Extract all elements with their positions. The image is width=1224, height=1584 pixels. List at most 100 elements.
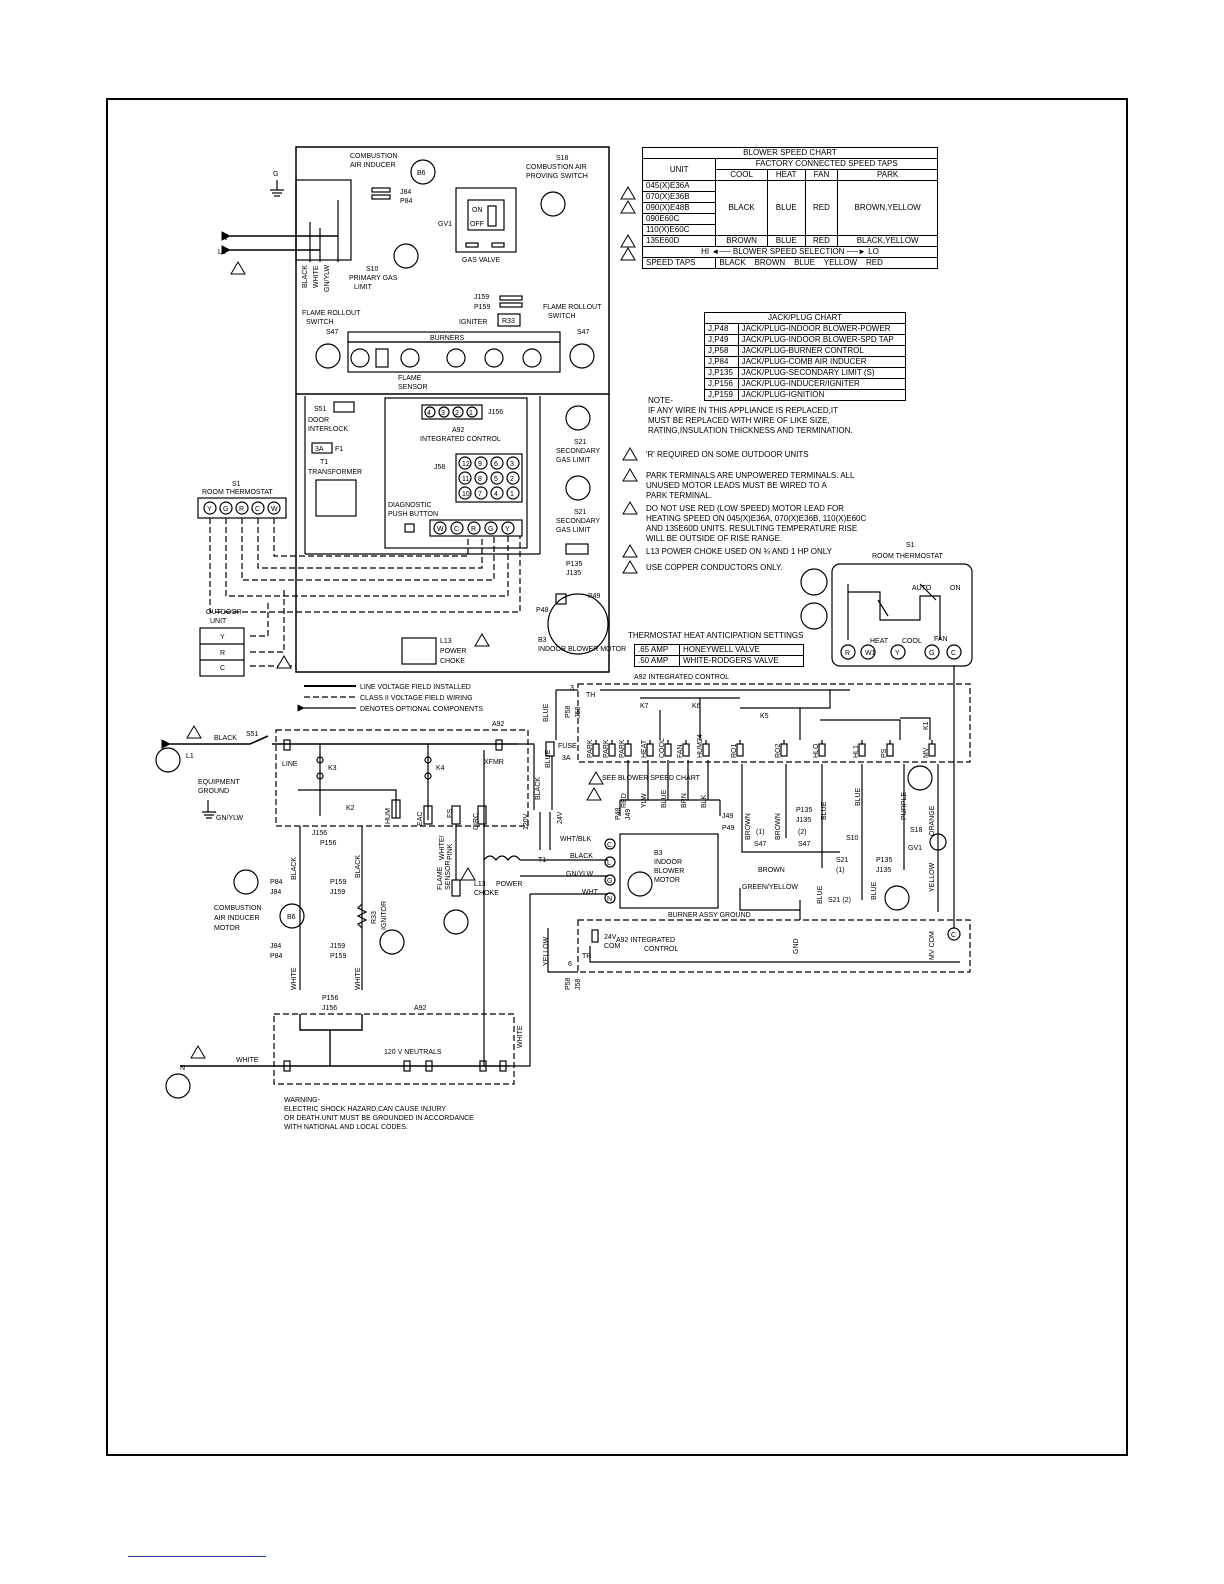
hdr-fan: FAN	[804, 169, 839, 181]
tstat-term-circle	[267, 501, 281, 515]
s18-switch-icon	[540, 191, 566, 217]
tap-wire-label: RED	[621, 793, 628, 808]
b6-label: B6	[417, 170, 426, 177]
j58-pin-circle	[474, 486, 488, 500]
p159-mid: P159	[330, 879, 346, 886]
green-yellow-label: GREEN/YELLOW	[742, 884, 798, 891]
neutrals-label: 120 V NEUTRALS	[384, 1049, 442, 1056]
p159-label: P159	[474, 304, 490, 311]
j58-pin: 12	[462, 461, 470, 468]
door-interlock-2: INTERLOCK	[308, 426, 348, 433]
ctrl-term-label: HEAT	[641, 739, 648, 758]
jack-desc: JACK/PLUG-SECONDARY LIMIT (S)	[737, 367, 907, 379]
a92-neutral-label: A92	[414, 1005, 427, 1012]
tstat-term: R	[239, 506, 244, 513]
s18-label: S18	[556, 155, 569, 162]
b3-txt-3: BLOWER	[654, 868, 684, 875]
j58-pin: 11	[462, 476, 469, 483]
anticip-valve: WHITE-RODGERS VALVE	[678, 655, 805, 667]
s1-term-circle	[890, 644, 906, 660]
g-label: G	[273, 171, 278, 178]
outdoor-unit-label: OUTDOOR	[206, 609, 242, 616]
k3-label: K3	[328, 765, 337, 772]
fs-rot-2: SENSOR	[445, 860, 452, 890]
gv1-label: GV1	[438, 221, 452, 228]
hum-label: HUM	[385, 808, 392, 824]
note-line: IF ANY WIRE IN THIS APPLIANCE IS REPLACE…	[648, 406, 838, 415]
gas-valve-label: GAS VALVE	[462, 257, 501, 264]
blue-wire-1: BLUE	[543, 703, 550, 722]
hdr-heat: HEAT	[766, 169, 806, 181]
note-title: NOTE-	[648, 396, 673, 405]
p84-label: P84	[400, 198, 413, 205]
warning-line-1: ELECTRIC SHOCK HAZARD,CAN CAUSE INJURY	[284, 1106, 446, 1113]
fuse-label: FUSE	[558, 743, 577, 750]
s1-term-circle	[946, 644, 962, 660]
k6-label: K6	[692, 703, 701, 710]
a92-ic-lower: A92 INTEGRATED	[616, 937, 675, 944]
tstat-term-circle	[235, 501, 249, 515]
rollout-right: FLAME ROLLOUT	[543, 304, 602, 311]
k7-label: K7	[640, 703, 649, 710]
ctrl-term-label: COOL	[659, 738, 666, 758]
jack-id: J,P48	[704, 323, 739, 335]
black-l1-label: BLACK	[214, 735, 237, 742]
s47-left-label: S47	[326, 329, 339, 336]
ctrl-term-label: FAN	[677, 744, 684, 758]
anticipation-title: THERMOSTAT HEAT ANTICIPATION SETTINGS	[628, 631, 803, 641]
s1-term: C	[951, 650, 956, 657]
blue-wire-4: BLUE	[871, 881, 878, 900]
j84-left: J84	[270, 889, 281, 896]
j58-pin: 1	[510, 491, 514, 498]
page-rule	[128, 1556, 266, 1557]
burners-label: BURNERS	[430, 335, 465, 342]
rollout-right-2: SWITCH	[548, 313, 576, 320]
anticipation-title-text: THERMOSTAT HEAT ANTICIPATION SETTINGS	[628, 631, 804, 640]
fs-rot: FLAME	[437, 866, 444, 890]
s1-right-text: ROOM THERMOSTAT	[872, 553, 944, 560]
last-fan: RED	[804, 235, 839, 247]
flame-sensor-label: FLAME	[398, 375, 422, 382]
white-right: WHITE	[517, 1025, 524, 1048]
motor-term: L	[607, 860, 611, 867]
rollout-left-2: SWITCH	[306, 319, 334, 326]
s51-mid-label: S51	[246, 731, 259, 738]
note-line: MUST BE REPLACED WITH WIRE OF LIKE SIZE,	[648, 416, 830, 425]
j58-pin-circle	[474, 471, 488, 485]
gnylw-ground-label: GN/YLW	[216, 815, 243, 822]
j58-label: J58	[434, 464, 445, 471]
warning-triangle-icon	[230, 261, 246, 275]
white-ind: WHITE	[291, 967, 298, 990]
s18-mid: S18	[910, 827, 923, 834]
note-2-line: PARK TERMINALS ARE UNPOWERED TERMINALS. …	[646, 471, 855, 480]
s1-term-circle	[860, 644, 876, 660]
pin-6-tr: 6	[568, 961, 572, 968]
comb-motor: COMBUSTION	[214, 905, 261, 912]
note-1: 'R' REQUIRED ON SOME OUTDOOR UNITS	[646, 450, 809, 460]
j58-pin: 10	[462, 491, 470, 498]
v24b-label: 24V	[557, 811, 564, 824]
hdr-park: PARK	[837, 169, 938, 181]
note-2-line: UNUSED MOTOR LEADS MUST BE WIRED TO A	[646, 481, 827, 490]
s1-term: G	[929, 650, 934, 657]
white-ign: WHITE	[355, 967, 362, 990]
jack-id: J,P58	[704, 345, 739, 357]
unit-row: 090(X)E48B	[641, 202, 717, 214]
s21-mid: S21	[836, 857, 849, 864]
jack-desc: JACK/PLUG-COMB AIR INDUCER	[737, 356, 907, 368]
s1-term: R	[845, 650, 850, 657]
transformer-label: TRANSFORMER	[308, 469, 362, 476]
black-wire-label: BLACK	[302, 265, 309, 288]
a92-line-label: A92	[492, 721, 505, 728]
j58-pin: 7	[478, 491, 482, 498]
comb-motor-3: MOTOR	[214, 925, 240, 932]
j58-pin-circle	[506, 456, 520, 470]
legend-class2: CLASS II VOLTAGE FIELD WIRING	[360, 695, 473, 702]
ctrl-term-label: PARK	[603, 739, 610, 758]
k4-label: K4	[436, 765, 445, 772]
diagnostic-button[interactable]	[404, 523, 415, 533]
p156-mid: P156	[320, 840, 336, 847]
unit-row: 070(X)E36B	[641, 191, 717, 203]
igniter-label: IGNITER	[459, 319, 487, 326]
